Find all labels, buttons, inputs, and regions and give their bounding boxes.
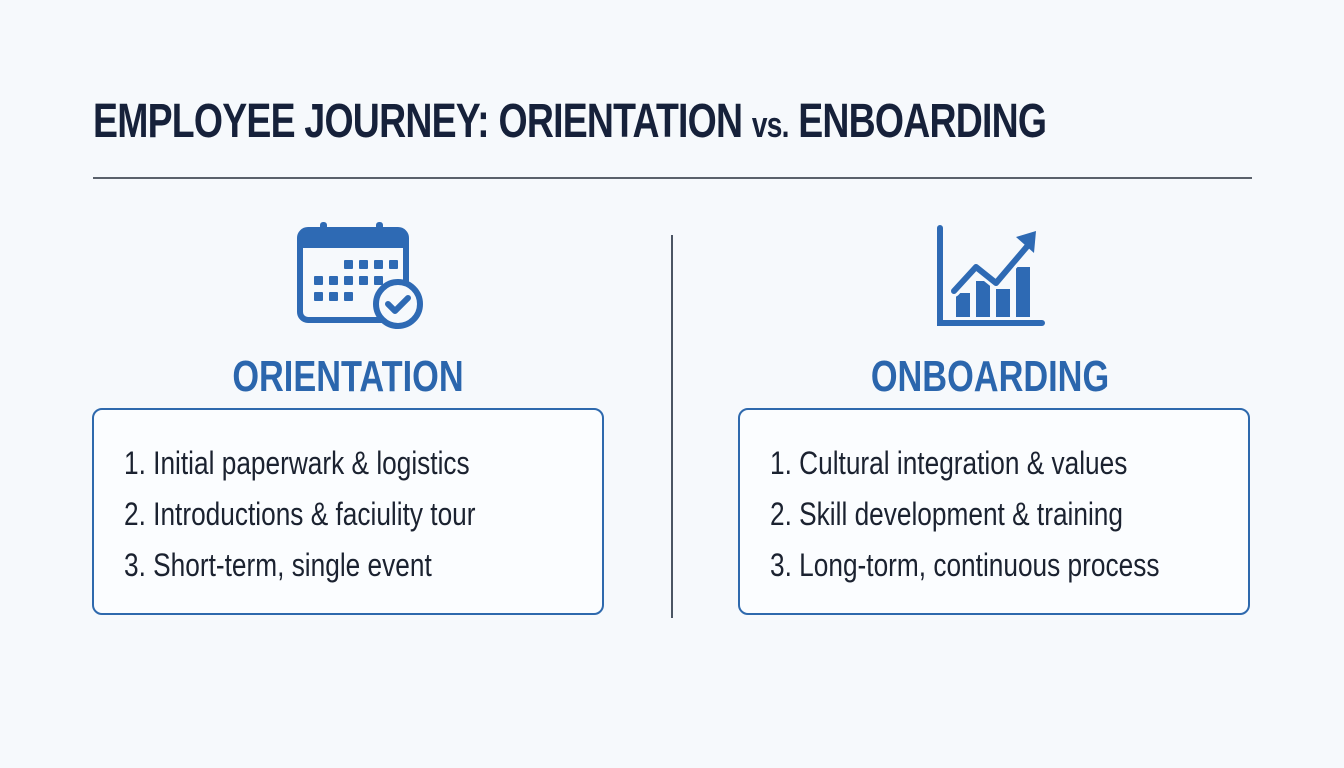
- orientation-heading: ORIENTATION: [232, 352, 464, 401]
- orientation-list: 1. Initial paperwark & logistics 2. Intr…: [94, 410, 602, 591]
- orientation-card: 1. Initial paperwark & logistics 2. Intr…: [92, 408, 604, 615]
- title-vs: vs.: [751, 104, 789, 145]
- list-item: 2. Skill development & training: [770, 496, 1123, 532]
- calendar-check-icon: [296, 220, 424, 330]
- title-tail: ENBOARDING: [788, 95, 1047, 148]
- list-item: 2. Introductions & faciulity tour: [124, 496, 476, 532]
- list-item: 1. Cultural integration & values: [770, 445, 1128, 481]
- list-item: 1. Initial paperwark & logistics: [124, 445, 470, 481]
- list-item: 3. Short-term, single event: [124, 547, 432, 583]
- page-title: EMPLOYEE JOURNEY: ORIENTATION vs. ENBOAR…: [93, 92, 1047, 155]
- title-main: EMPLOYEE JOURNEY: ORIENTATION: [93, 95, 752, 148]
- growth-chart-icon: [934, 225, 1046, 329]
- onboarding-heading: ONBOARDING: [870, 352, 1110, 401]
- title-divider: [93, 177, 1252, 179]
- list-item: 3. Long-torm, continuous process: [770, 547, 1160, 583]
- onboarding-card: 1. Cultural integration & values 2. Skil…: [738, 408, 1250, 615]
- column-divider: [671, 235, 673, 618]
- onboarding-list: 1. Cultural integration & values 2. Skil…: [740, 410, 1248, 591]
